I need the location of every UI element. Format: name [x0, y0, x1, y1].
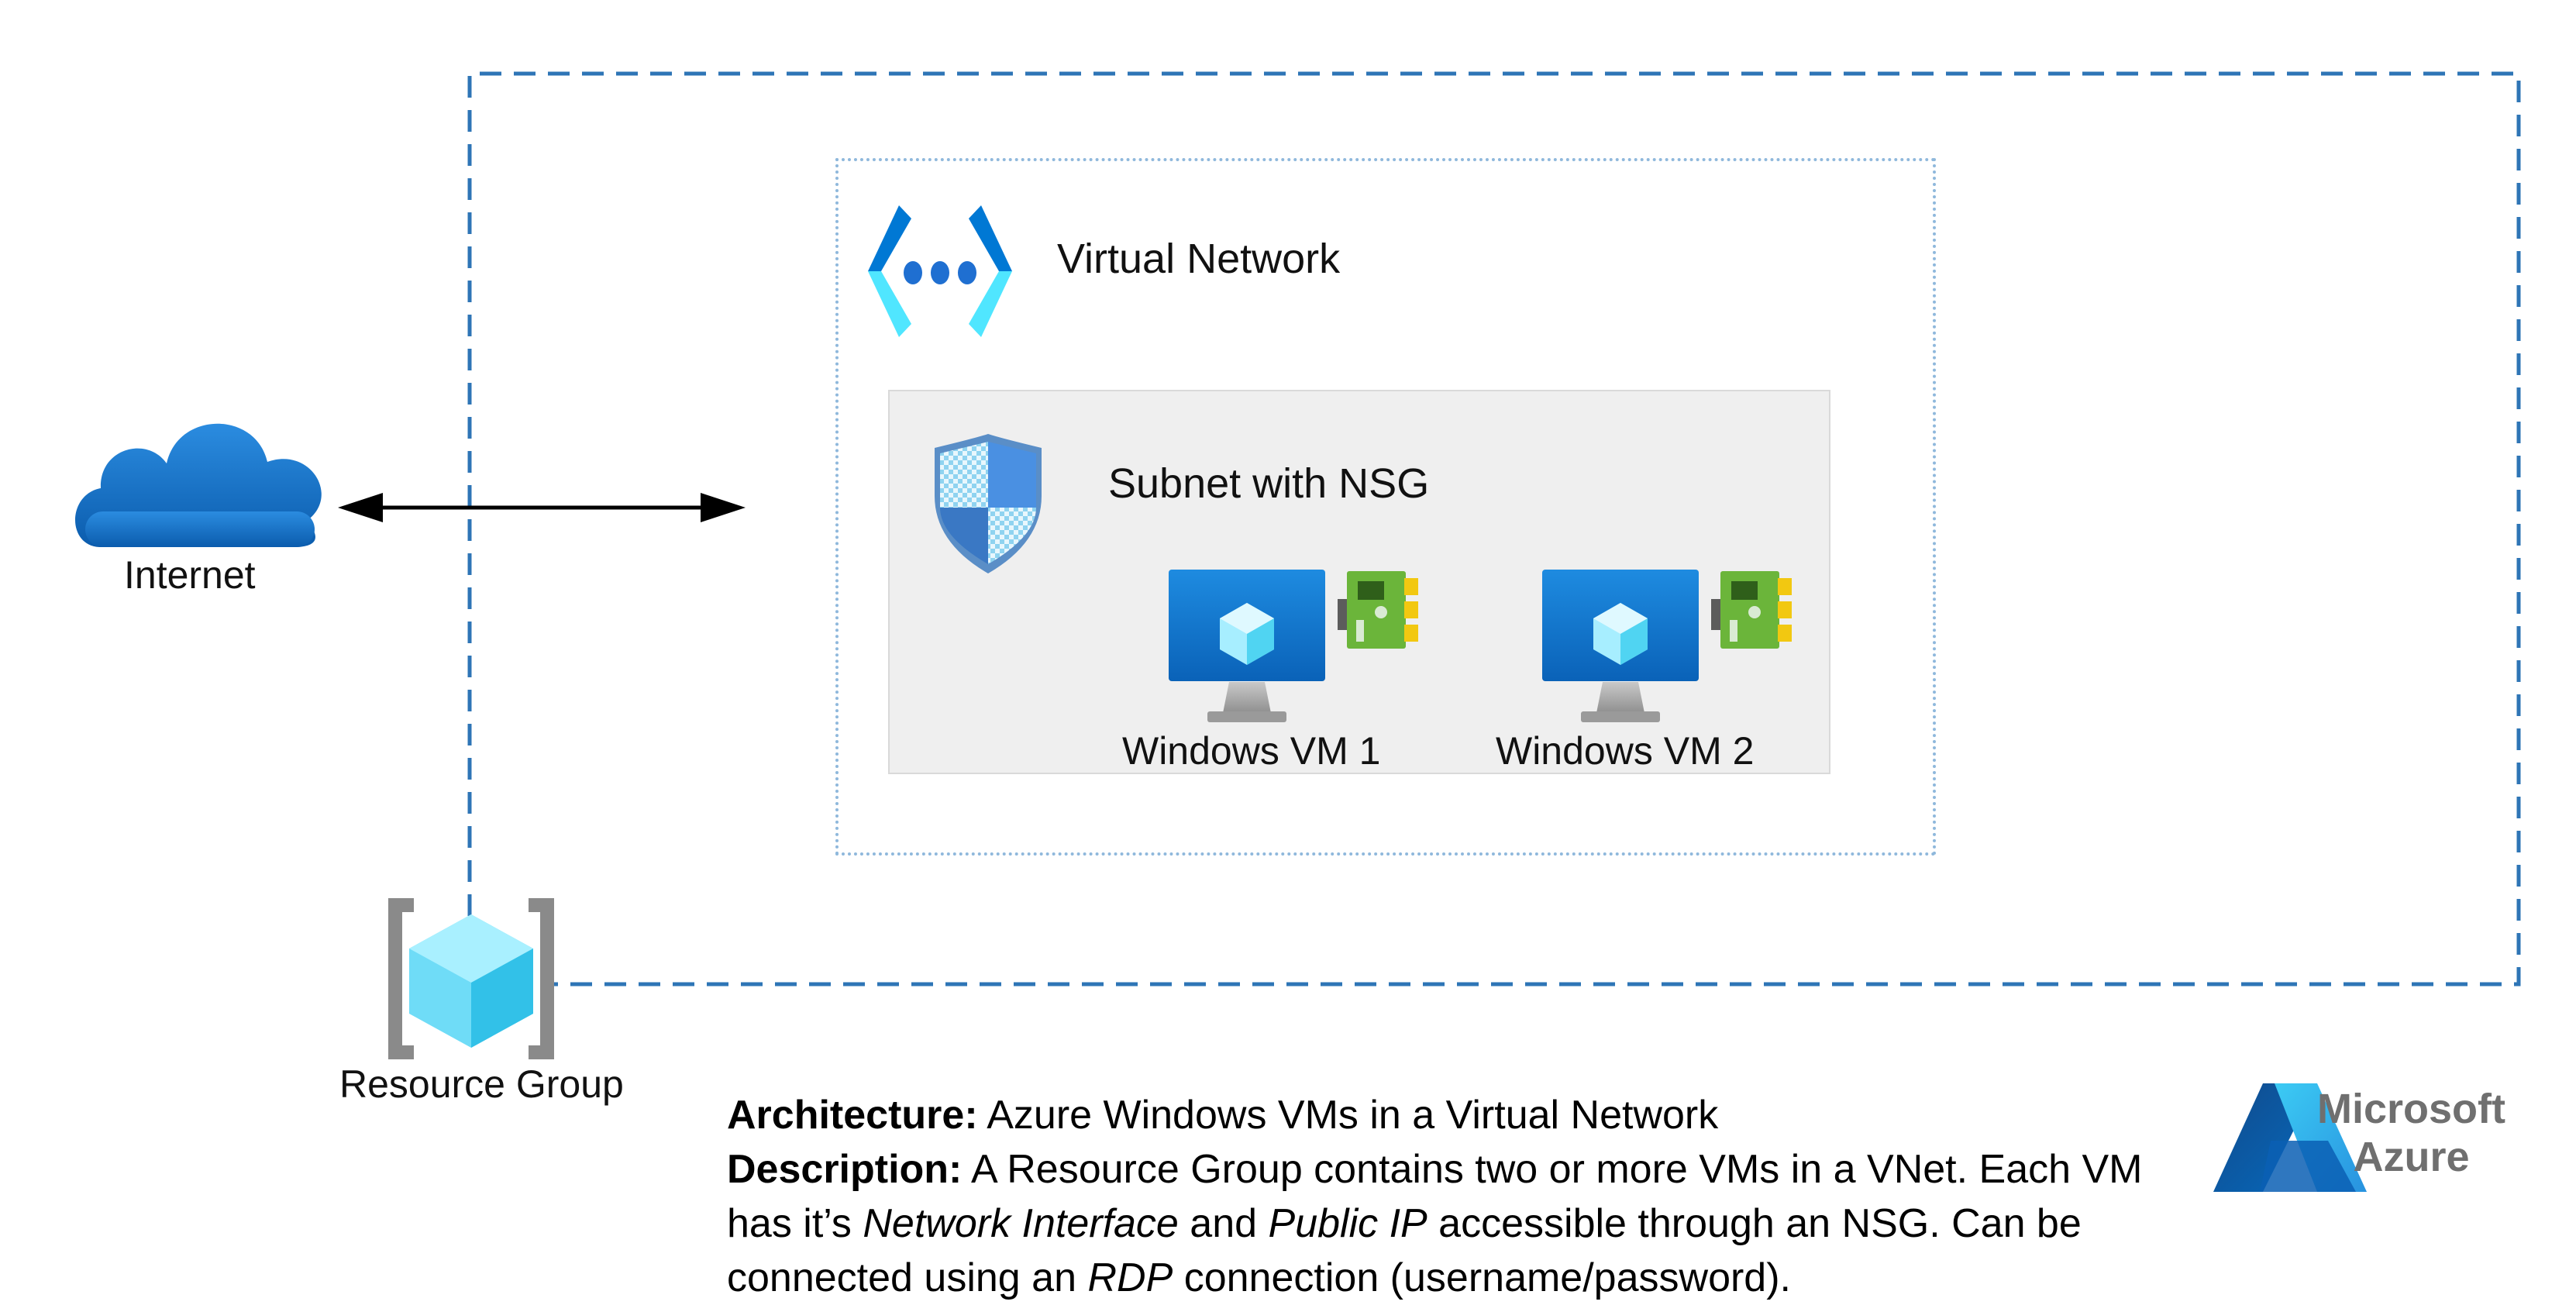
internet-label: Internet	[124, 553, 256, 597]
virtual-network-label: Virtual Network	[1057, 236, 1341, 282]
subnet-label: Subnet with NSG	[1108, 460, 1430, 507]
description-part: accessible through an NSG. Can be connec…	[727, 1201, 2082, 1300]
architecture-line: Architecture: Azure Windows VMs in a Vir…	[727, 1088, 2184, 1142]
vm2-label: Windows VM 2	[1496, 729, 1755, 773]
cloud-icon	[75, 423, 322, 547]
public-ip-term: Public IP	[1268, 1201, 1427, 1246]
network-interface-term: Network Interface	[863, 1201, 1179, 1246]
rdp-term: RDP	[1087, 1255, 1173, 1300]
description-part: A Resource Group contains two or more VM…	[727, 1147, 2143, 1246]
logo-line-azure: Azure	[2353, 1134, 2470, 1180]
description-label: Description:	[727, 1147, 963, 1192]
architecture-text: Azure Windows VMs in a Virtual Network	[977, 1093, 1719, 1138]
description-part: connection (username/password).	[1173, 1255, 1791, 1300]
description-part: and	[1178, 1201, 1269, 1246]
vm1-label: Windows VM 1	[1122, 729, 1381, 773]
logo-line-microsoft: Microsoft	[2317, 1086, 2505, 1132]
subnet-boundary	[888, 390, 1830, 774]
internet-connection-arrow	[338, 493, 746, 522]
microsoft-azure-logo-text: Microsoft Azure	[2317, 1085, 2505, 1181]
architecture-label: Architecture:	[727, 1093, 978, 1138]
resource-group-label: Resource Group	[339, 1062, 624, 1106]
virtual-network-icon	[868, 205, 1012, 337]
resource-group-icon	[388, 898, 554, 1059]
virtual-network-boundary	[835, 158, 1936, 856]
description-text: Description: A Resource Group contains t…	[727, 1142, 2184, 1305]
diagram-caption: Architecture: Azure Windows VMs in a Vir…	[727, 1088, 2184, 1305]
azure-logo-icon	[2213, 1083, 2367, 1192]
